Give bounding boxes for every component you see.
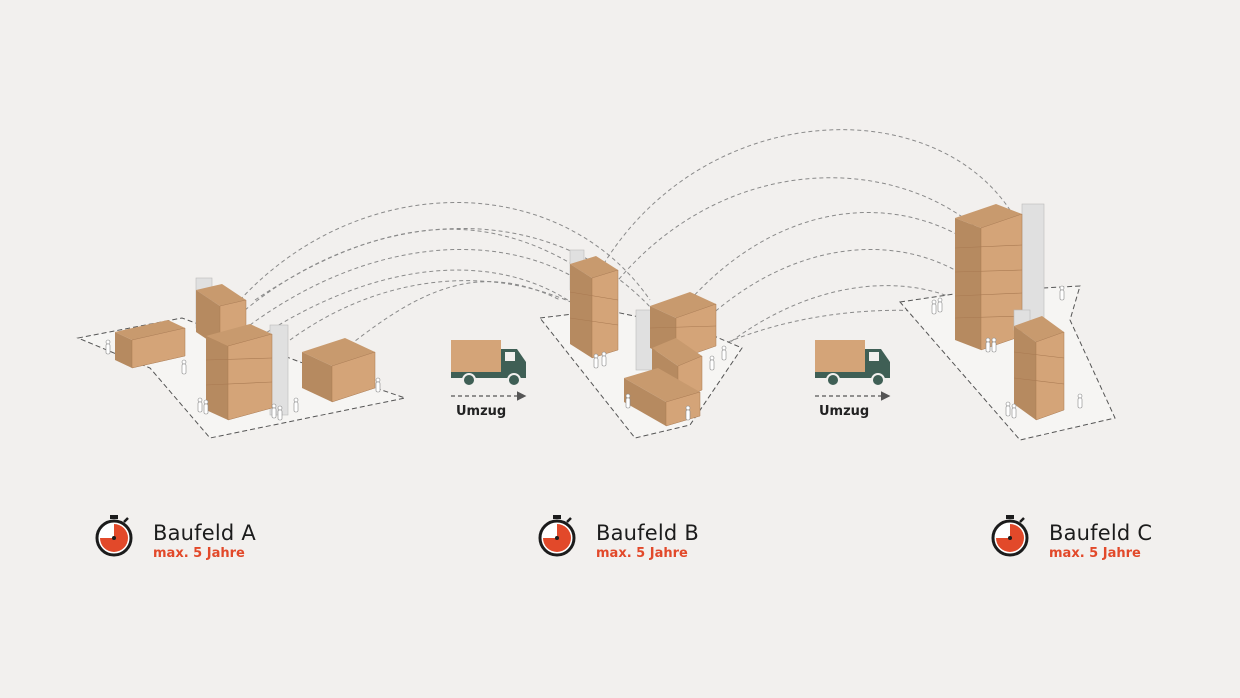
- site-b: [539, 249, 743, 439]
- field-name: Baufeld A: [153, 521, 256, 545]
- field-duration: max. 5 Jahre: [153, 546, 245, 561]
- field-duration: max. 5 Jahre: [596, 546, 688, 561]
- stopwatch-icon: [95, 515, 133, 557]
- truck-icon: [815, 340, 891, 401]
- field-name: Baufeld C: [1049, 521, 1153, 545]
- site-c: [899, 203, 1116, 441]
- move-label-2: Umzug: [819, 404, 870, 419]
- field-duration: max. 5 Jahre: [1049, 546, 1141, 561]
- field-name: Baufeld B: [596, 521, 699, 545]
- stopwatch-icon: [991, 515, 1029, 557]
- field-label-b: Baufeld B max. 5 Jahre: [581, 516, 699, 562]
- field-label-a: Baufeld A max. 5 Jahre: [138, 516, 256, 562]
- stopwatch-icon: [538, 515, 576, 557]
- field-label-c: Baufeld C max. 5 Jahre: [1034, 516, 1152, 562]
- site-a: [76, 277, 407, 439]
- truck-icon: [451, 340, 527, 401]
- move-label-1: Umzug: [456, 404, 507, 419]
